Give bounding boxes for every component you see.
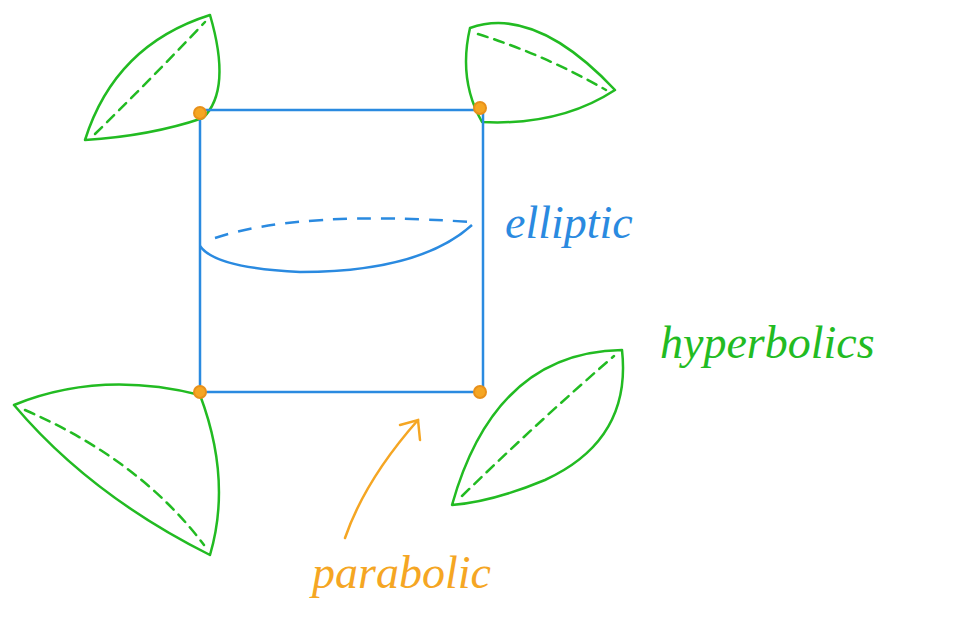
pointer-arrow: [345, 420, 418, 538]
hyperbolic-surface-rim: [462, 356, 614, 496]
ellipse-back: [215, 218, 470, 238]
elliptic-region: [200, 110, 483, 392]
parabolic-label: parabolic: [312, 548, 491, 599]
hyperbolic-surface-rim: [25, 410, 204, 545]
hyperbolic-label: hyperbolics: [660, 318, 875, 369]
ellipse-front: [200, 225, 472, 272]
hyperbolic-surface: [466, 23, 615, 122]
elliptic-label: elliptic: [505, 198, 633, 249]
parabolic-point: [474, 102, 486, 114]
hyperbolic-surface: [452, 350, 623, 505]
hyperbolic-surface-rim: [95, 22, 205, 134]
parabolic-point: [474, 386, 486, 398]
hyperbolic-surface: [14, 385, 219, 555]
pointer-arrowhead: [400, 420, 420, 440]
hyperbolic-surface-rim: [478, 34, 606, 90]
parabolic-point: [194, 386, 206, 398]
parabolic-point: [194, 107, 206, 119]
